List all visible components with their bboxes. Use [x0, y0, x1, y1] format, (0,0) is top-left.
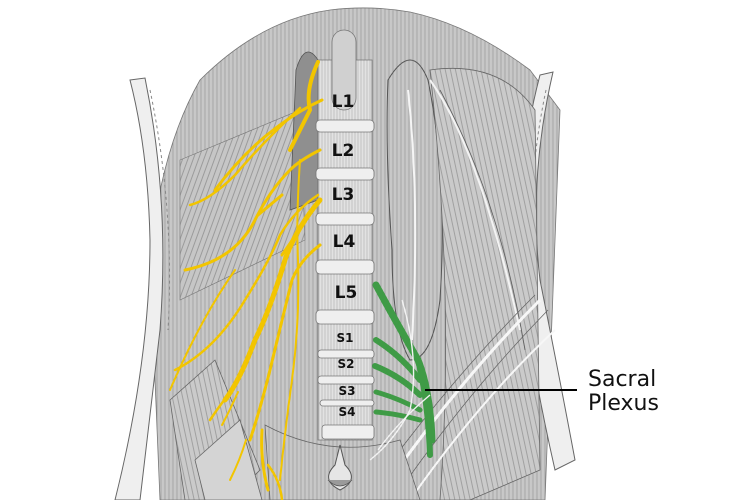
vertebra-label-l2: L2	[331, 141, 355, 161]
vertebra-label-l5: L5	[334, 283, 358, 303]
vertebra-label-s3: S3	[338, 384, 356, 398]
vertebra-label-l1: L1	[331, 92, 355, 112]
callout-line-2: Plexus	[588, 391, 659, 416]
lumbar-plexus-nerves	[169, 60, 324, 502]
sacral-plexus-nerves	[372, 281, 436, 458]
sacral-plexus-callout: Sacral Plexus	[588, 368, 659, 416]
iliopsoas-tendons	[384, 294, 556, 501]
vertebra-label-l3: L3	[331, 185, 355, 205]
pelvic-floor	[264, 424, 421, 501]
vertebra-label-s1: S1	[336, 331, 354, 345]
vertebral-column	[315, 29, 375, 441]
vertebra-label-s2: S2	[337, 357, 355, 371]
left-abdominal-wall	[114, 77, 170, 501]
vertebra-label-s4: S4	[338, 405, 356, 419]
iliacus-right	[429, 67, 541, 501]
sacral-plexus-overlying-vessels	[369, 299, 431, 461]
vertebra-label-l4: L4	[332, 232, 356, 252]
quadratus-lumborum-left	[179, 109, 306, 301]
psoas-major-right	[386, 59, 443, 361]
callout-line-1: Sacral	[588, 367, 657, 392]
